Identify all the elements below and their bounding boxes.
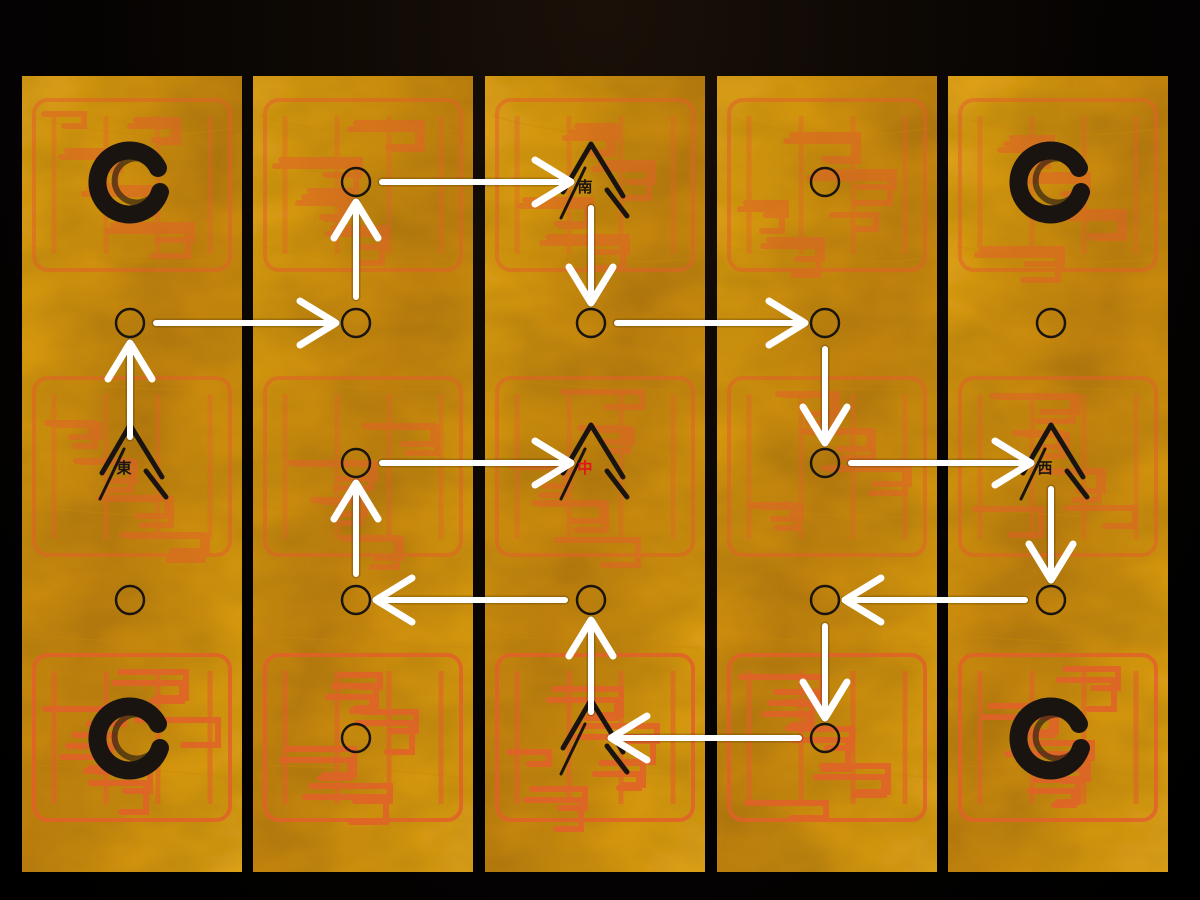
empty-node-hole[interactable] <box>575 307 607 339</box>
path-arrow <box>1025 484 1077 585</box>
empty-node-hole[interactable] <box>809 447 841 479</box>
path-arrow <box>330 478 382 579</box>
paper-crease <box>260 375 468 391</box>
path-arrow <box>606 712 804 764</box>
ink-enso-circle-icon <box>88 697 169 780</box>
seal-stamp <box>958 376 1158 557</box>
ink-enso-circle-icon <box>88 141 169 224</box>
seal-stamp <box>727 98 927 278</box>
path-arrow <box>612 297 810 349</box>
paper-crease <box>492 635 700 649</box>
empty-node-hole[interactable] <box>809 584 841 616</box>
path-arrow <box>565 615 617 717</box>
paper-crease <box>29 115 237 136</box>
empty-node-hole[interactable] <box>1035 584 1067 616</box>
path-arrow <box>104 338 156 442</box>
paper-crease <box>724 505 932 519</box>
path-arrow <box>330 197 382 302</box>
ink-mountain-glyph-icon[interactable]: 中 <box>559 422 630 501</box>
empty-node-hole[interactable] <box>575 584 607 616</box>
ink-enso-circle-icon <box>1009 141 1090 224</box>
empty-node-hole[interactable] <box>809 307 841 339</box>
ink-mountain-glyph-icon[interactable]: 南 <box>559 141 630 220</box>
seal-stamp <box>263 98 463 272</box>
paper-crease <box>955 375 1163 391</box>
ink-mountain-glyph-icon[interactable]: 西 <box>1019 422 1090 501</box>
node-kanji-label: 東 <box>116 459 131 477</box>
empty-node-hole[interactable] <box>114 584 146 616</box>
node-kanji-label: 中 <box>577 459 592 477</box>
node-kanji-label: 南 <box>577 178 592 196</box>
path-arrow <box>371 574 570 626</box>
node-kanji-label: 西 <box>1037 459 1052 477</box>
empty-node-hole[interactable] <box>340 584 372 616</box>
paper-crease <box>29 635 237 649</box>
paper-crease <box>724 245 932 263</box>
seal-stamp <box>495 98 695 272</box>
path-arrow <box>846 437 1036 489</box>
paper-crease <box>260 115 468 136</box>
ink-enso-circle-icon <box>1009 697 1090 780</box>
path-arrow <box>840 574 1030 626</box>
paper-crease <box>492 375 700 391</box>
seal-stamp <box>495 376 695 568</box>
path-arrow <box>377 437 576 489</box>
path-arrow <box>565 203 617 308</box>
seal-stamp <box>32 98 232 272</box>
path-arrow <box>799 621 851 723</box>
paper-crease <box>29 245 237 263</box>
empty-node-hole[interactable] <box>340 447 372 479</box>
paper-crease <box>492 245 700 263</box>
empty-node-hole[interactable] <box>340 722 372 754</box>
paper-crease <box>29 505 237 519</box>
paper-crease <box>492 505 700 519</box>
empty-node-hole[interactable] <box>1035 307 1067 339</box>
paper-crease <box>955 635 1163 649</box>
empty-node-hole[interactable] <box>809 166 841 198</box>
empty-node-hole[interactable] <box>114 307 146 339</box>
path-arrow <box>799 344 851 448</box>
empty-node-hole[interactable] <box>340 166 372 198</box>
seal-stamp <box>263 653 463 825</box>
path-arrow <box>151 297 341 349</box>
empty-node-hole[interactable] <box>340 307 372 339</box>
empty-node-hole[interactable] <box>809 722 841 754</box>
paper-crease <box>955 115 1163 136</box>
paper-crease <box>260 635 468 649</box>
path-arrow <box>377 156 576 208</box>
